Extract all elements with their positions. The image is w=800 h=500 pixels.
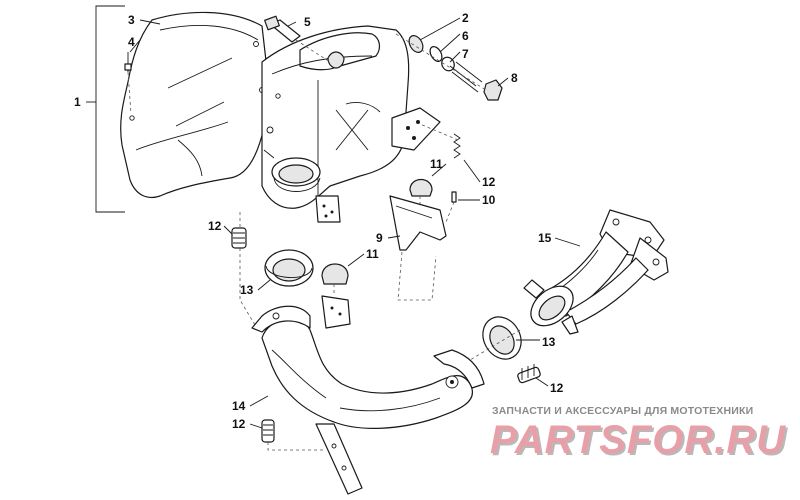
bracket-9 bbox=[389, 195, 447, 301]
callout-12-left: 12 bbox=[208, 219, 222, 233]
leader-lines bbox=[129, 17, 581, 429]
callout-10: 10 bbox=[482, 193, 496, 207]
seal-13-right bbox=[482, 316, 522, 360]
watermark-subtitle: ЗАПЧАСТИ И АКСЕССУАРЫ ДЛЯ МОТОТЕХНИКИ bbox=[492, 405, 754, 417]
callout-14: 14 bbox=[232, 399, 246, 413]
spacer-7 bbox=[441, 56, 483, 93]
callouts: 1 3 4 5 2 6 7 8 11 12 10 9 12 11 13 13 1… bbox=[74, 11, 564, 431]
callout-3: 3 bbox=[128, 13, 135, 27]
heat-shield bbox=[120, 11, 271, 199]
callout-15: 15 bbox=[538, 231, 552, 245]
callout-11-lower: 11 bbox=[366, 247, 379, 261]
callout-12-bottom: 12 bbox=[232, 417, 246, 431]
callout-11-upper: 11 bbox=[430, 157, 443, 171]
spring-12-bottom bbox=[261, 419, 326, 451]
exhaust-pipe-14 bbox=[251, 305, 485, 495]
spring-12-right-upper bbox=[419, 123, 461, 159]
axis-line-lower bbox=[469, 329, 521, 361]
callout-4: 4 bbox=[128, 35, 135, 49]
watermark-logo: PARTSFOR.RU bbox=[490, 418, 787, 462]
grommet-2 bbox=[408, 35, 424, 53]
callout-2: 2 bbox=[462, 11, 469, 25]
callout-13-left: 13 bbox=[240, 283, 254, 297]
header-pipe-15 bbox=[523, 209, 669, 335]
nut-8 bbox=[483, 79, 503, 101]
bolt-5 bbox=[264, 15, 331, 63]
grommet-11-lower bbox=[321, 263, 351, 329]
callout-1: 1 bbox=[74, 95, 81, 109]
clip-10 bbox=[445, 191, 457, 223]
fastener-4 bbox=[124, 52, 132, 115]
callout-5: 5 bbox=[304, 15, 311, 29]
callout-9: 9 bbox=[376, 231, 383, 245]
spring-12-left bbox=[231, 212, 259, 331]
seal-13-left bbox=[264, 249, 314, 287]
group-bracket bbox=[95, 5, 125, 213]
callout-12-right: 12 bbox=[482, 175, 496, 189]
callout-7: 7 bbox=[462, 47, 469, 61]
muffler-outlet bbox=[271, 157, 321, 192]
spring-12-lower-right bbox=[517, 364, 541, 384]
callout-8: 8 bbox=[511, 71, 518, 85]
mounting-tab bbox=[391, 107, 441, 151]
callout-12-lower: 12 bbox=[550, 381, 564, 395]
muffler-bracket bbox=[315, 195, 341, 223]
callout-13-right: 13 bbox=[542, 335, 556, 349]
callout-6: 6 bbox=[462, 29, 469, 43]
